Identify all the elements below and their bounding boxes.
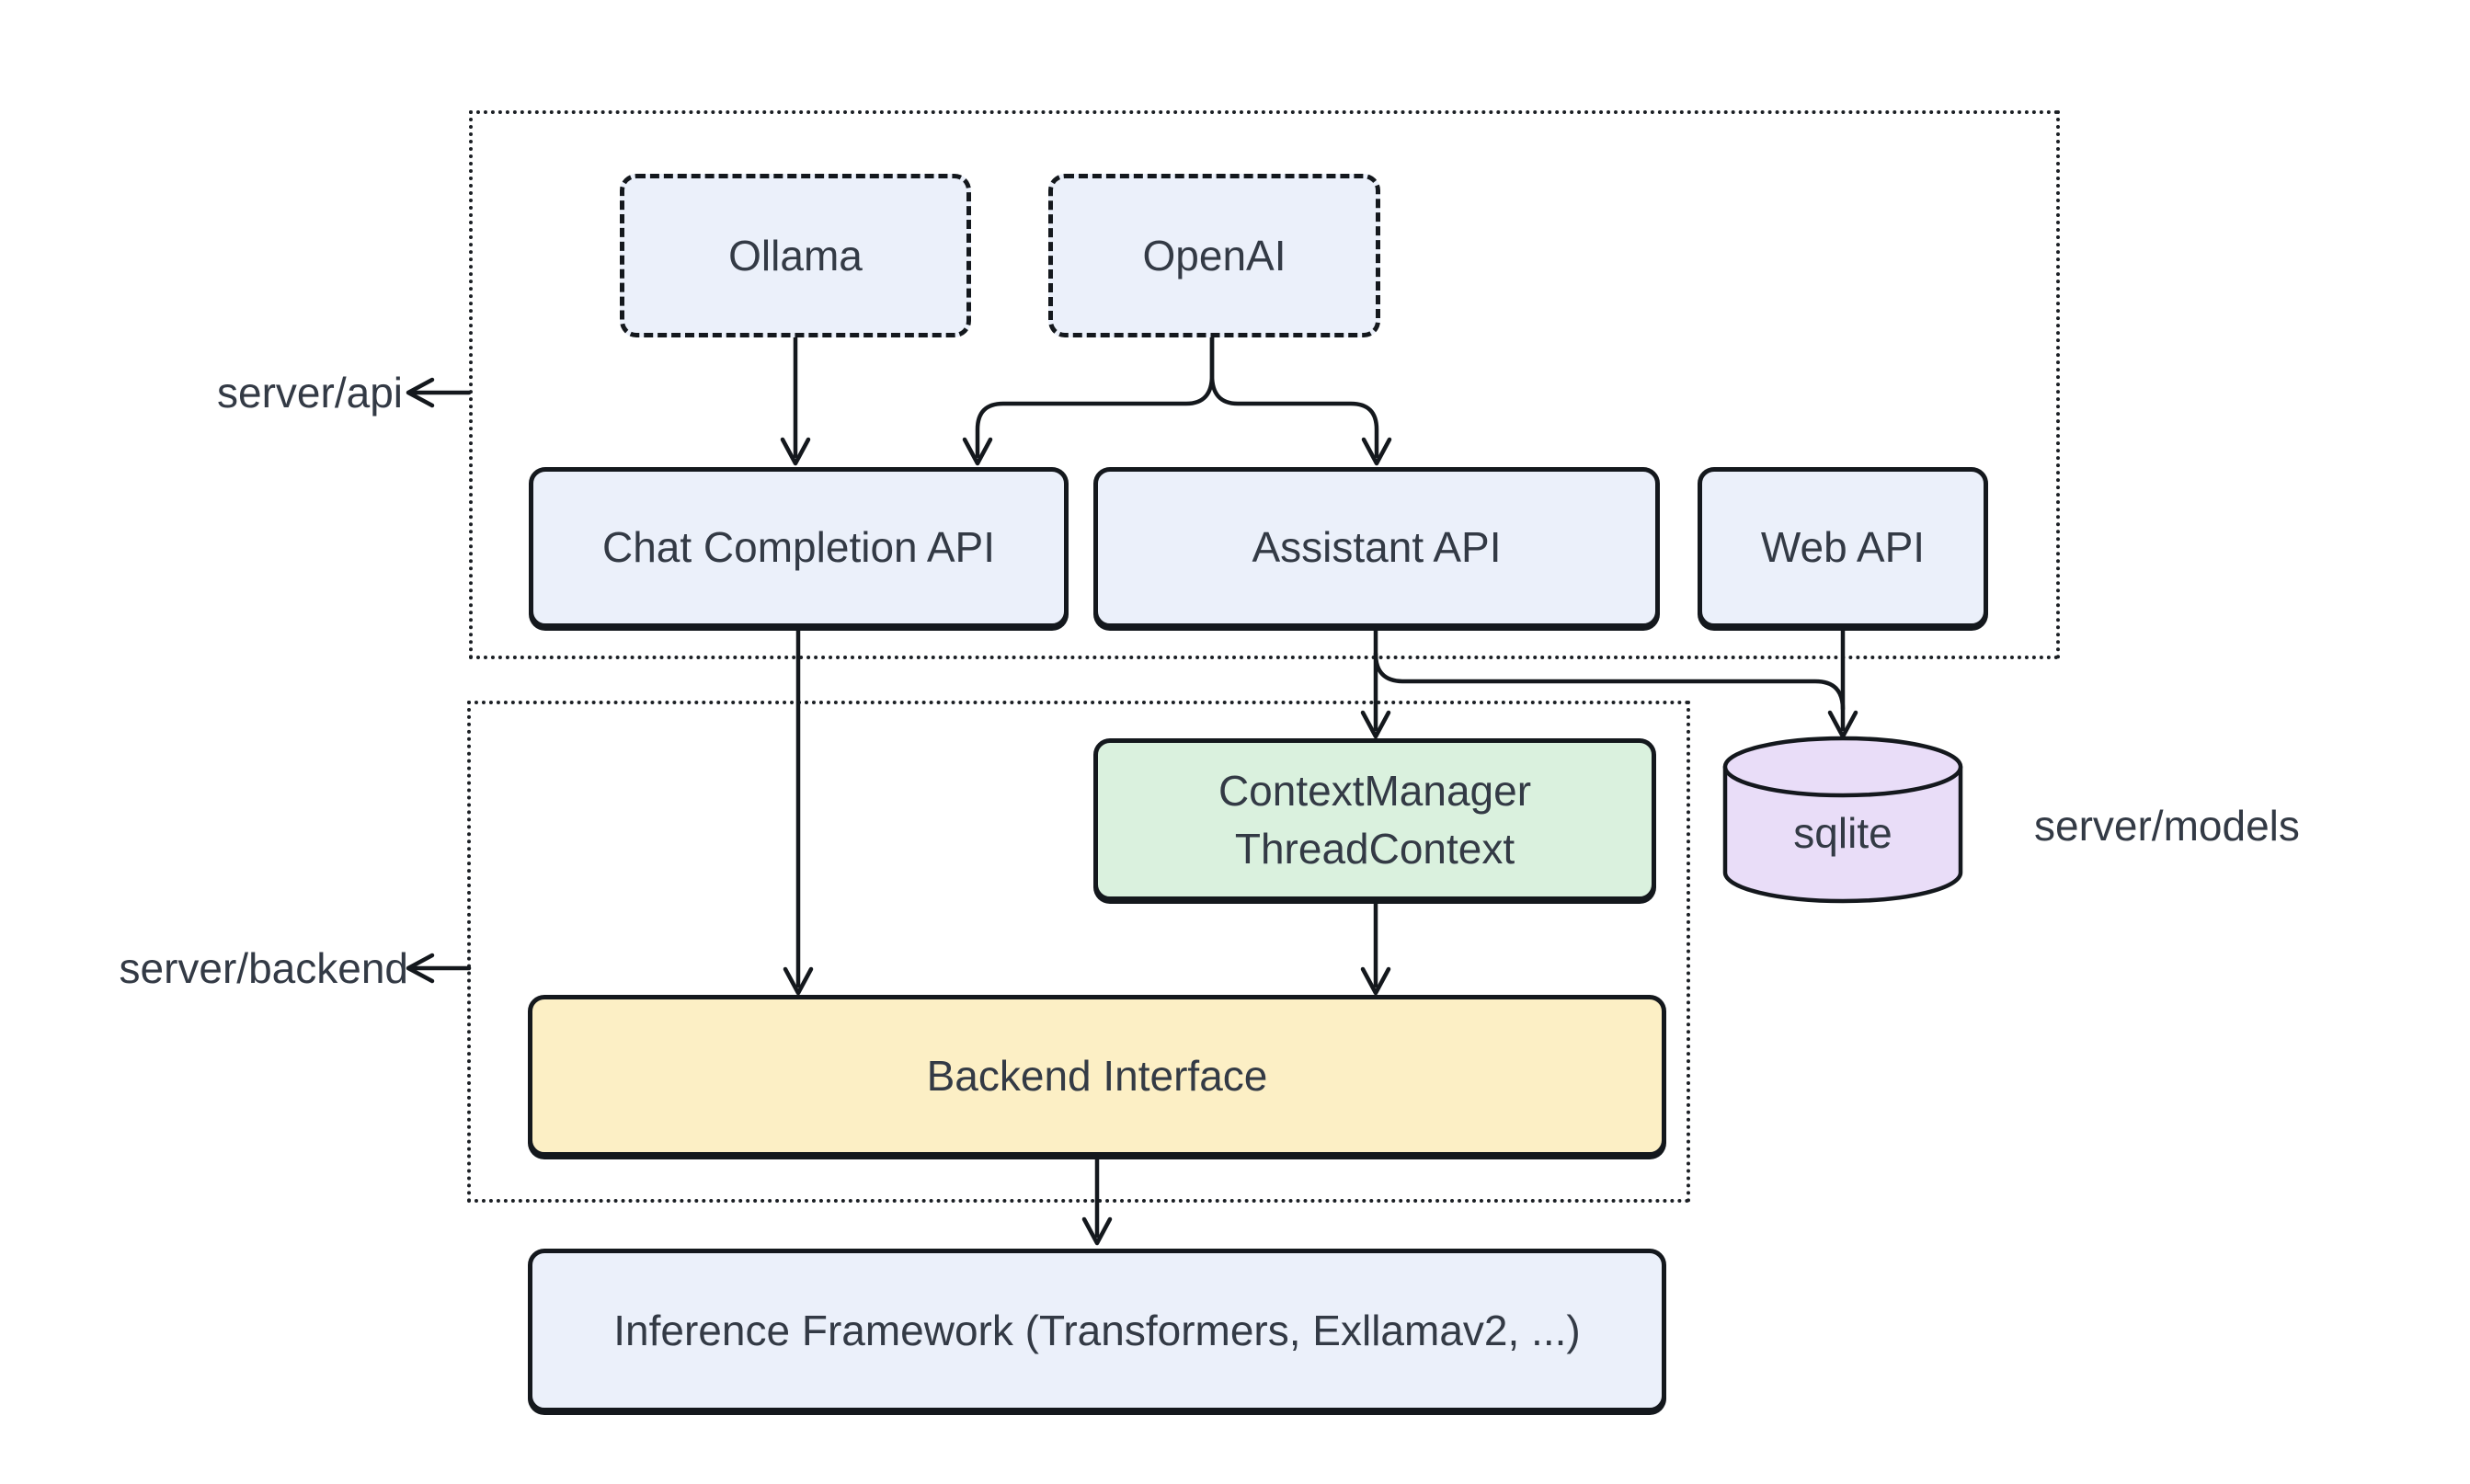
node-label: OpenAI <box>1142 231 1286 280</box>
container-server-backend <box>467 701 1690 1203</box>
node-label: Backend Interface <box>926 1051 1268 1100</box>
label-server-models: server/models <box>2034 802 2300 850</box>
node-web-api: Web API <box>1698 467 1988 628</box>
node-label: Assistant API <box>1252 523 1502 572</box>
node-label: Inference Framework (Transformers, Exlla… <box>613 1306 1581 1354</box>
arrowhead-icon <box>1081 1216 1113 1246</box>
node-chat-completion-api: Chat Completion API <box>529 467 1069 628</box>
node-inference-framework: Inference Framework (Transformers, Exlla… <box>528 1249 1666 1412</box>
node-context-manager: ContextManager ThreadContext <box>1093 738 1656 901</box>
arrowhead-left-icon <box>406 377 435 408</box>
node-sqlite-label: sqlite <box>1793 809 1893 857</box>
node-ollama: Ollama <box>620 174 971 337</box>
node-openai: OpenAI <box>1048 174 1380 337</box>
container-server-api <box>469 110 2060 659</box>
node-assistant-api: Assistant API <box>1093 467 1660 628</box>
label-server-backend: server/backend <box>119 944 409 992</box>
arrowhead-left-icon <box>406 953 435 984</box>
label-server-api: server/api <box>217 369 403 417</box>
arrowhead-icon <box>1827 710 1858 739</box>
node-label: Ollama <box>728 231 863 280</box>
node-label: ContextManager ThreadContext <box>1218 762 1531 876</box>
node-label-line2: ThreadContext <box>1234 824 1515 873</box>
node-backend-interface: Backend Interface <box>528 995 1666 1157</box>
node-label: Web API <box>1760 523 1926 572</box>
node-label: Chat Completion API <box>601 523 995 572</box>
node-label-line1: ContextManager <box>1218 767 1532 816</box>
